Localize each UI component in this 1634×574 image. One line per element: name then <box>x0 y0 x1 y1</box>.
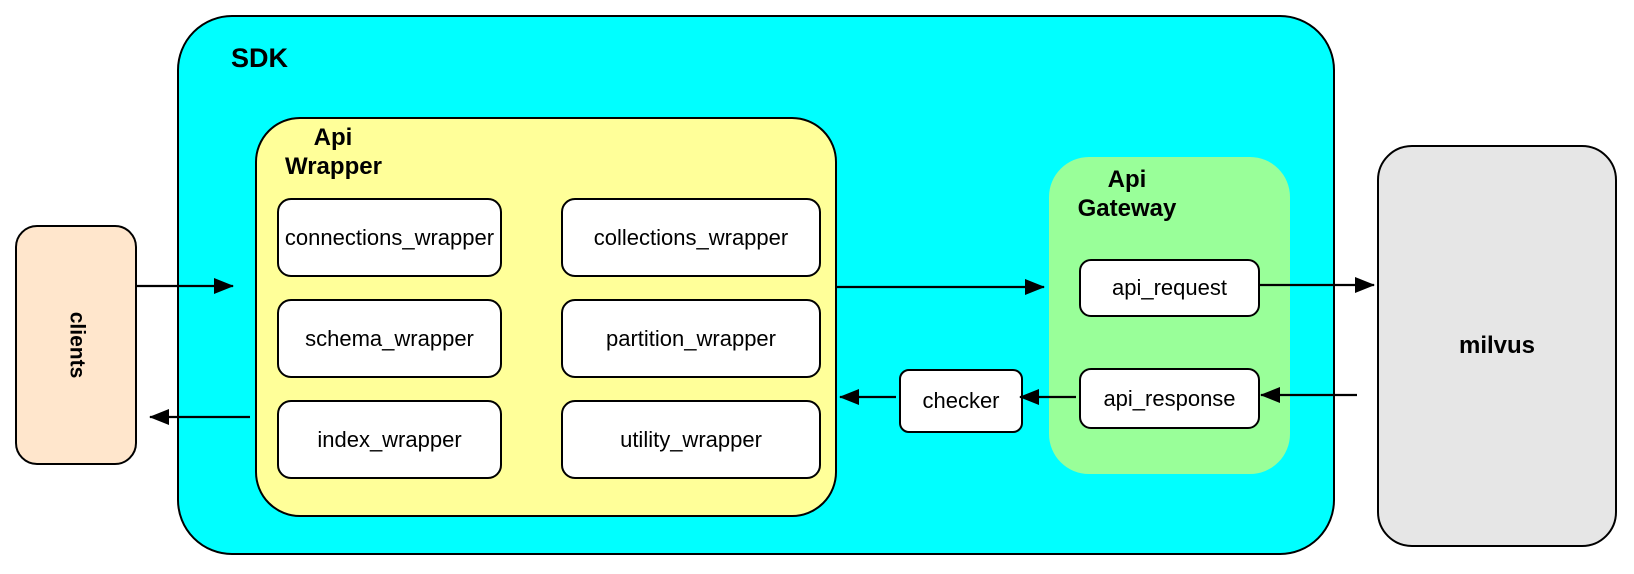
api-request-box: api_request <box>1079 259 1260 317</box>
module-box-index-wrapper: index_wrapper <box>277 400 502 479</box>
api-wrapper-container: Api Wrapper connections_wrapper collecti… <box>255 117 837 517</box>
milvus-label: milvus <box>1458 332 1536 359</box>
clients-node: clients <box>15 225 137 465</box>
module-box-partition-wrapper: partition_wrapper <box>561 299 821 378</box>
api-gateway-container: Api Gateway api_request api_response <box>1049 157 1290 474</box>
api-wrapper-label: Api Wrapper <box>285 124 382 180</box>
clients-label: clients <box>65 311 88 379</box>
api-gateway-label: Api Gateway <box>1077 166 1177 222</box>
sdk-container: SDK Api Wrapper connections_wrapper coll… <box>177 15 1335 555</box>
module-box-utility-wrapper: utility_wrapper <box>561 400 821 479</box>
sdk-label: SDK <box>231 43 289 73</box>
module-box-collections-wrapper: collections_wrapper <box>561 198 821 277</box>
api-response-box: api_response <box>1079 368 1260 429</box>
checker-node: checker <box>899 369 1023 433</box>
module-box-schema-wrapper: schema_wrapper <box>277 299 502 378</box>
milvus-node: milvus <box>1377 145 1617 547</box>
module-box-connections-wrapper: connections_wrapper <box>277 198 502 277</box>
